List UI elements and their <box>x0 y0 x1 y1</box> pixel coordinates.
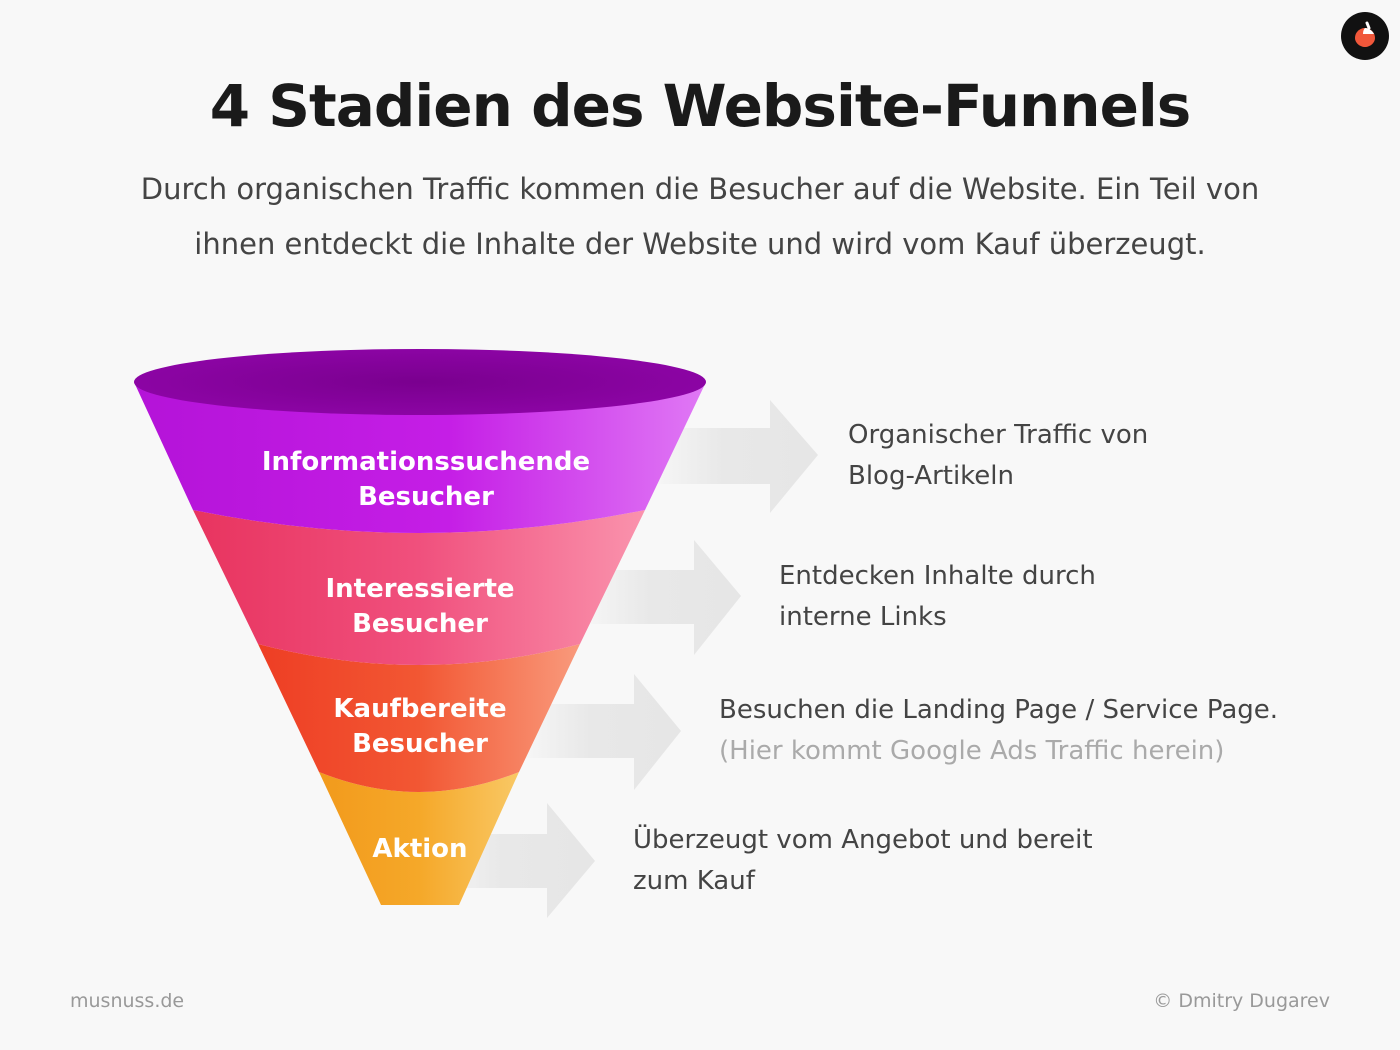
subtitle-line-1: Durch organischen Traffic kommen die Bes… <box>140 172 1260 206</box>
stage-description-3-note: (Hier kommt Google Ads Traffic herein) <box>719 736 1225 766</box>
acorn-logo-icon <box>1341 12 1389 60</box>
stage-label-2-line-1: Interessierte <box>325 574 514 604</box>
funnel-segment-interested <box>193 510 645 665</box>
stage-description-1-line-2: Blog-Artikeln <box>848 461 1015 491</box>
stage-description-4-line-2: zum Kauf <box>633 866 755 896</box>
stage-description-2-line-2: interne Links <box>779 602 947 632</box>
stage-description-2-line-1: Entdecken Inhalte durch <box>779 561 1096 591</box>
stage-description-4-line-1: Überzeugt vom Angebot und bereit <box>633 825 1093 855</box>
stage-description-2: Entdecken Inhalte durch interne Links <box>779 556 1096 638</box>
funnel-segment-action <box>319 772 519 905</box>
stage-label-1-line-2: Besucher <box>358 482 494 512</box>
footer-site-link[interactable]: musnuss.de <box>70 990 185 1012</box>
arrow-stage-3 <box>520 674 681 790</box>
stage-label-3-line-2: Besucher <box>352 729 488 759</box>
stage-label-1-line-1: Informationssuchende <box>262 447 590 477</box>
arrow-stage-4 <box>430 803 595 918</box>
arrow-stage-2 <box>580 540 741 655</box>
subtitle-line-2: ihnen entdeckt die Inhalte der Website u… <box>194 227 1206 261</box>
stage-label-3-line-1: Kaufbereite <box>333 694 506 724</box>
funnel-segment-ready <box>258 644 580 792</box>
stage-description-4: Überzeugt vom Angebot und bereit zum Kau… <box>633 820 1093 902</box>
footer-copyright: © Dmitry Dugarev <box>1153 990 1330 1012</box>
stage-description-1: Organischer Traffic von Blog-Artikeln <box>848 415 1148 497</box>
stage-description-3: Besuchen die Landing Page / Service Page… <box>719 690 1278 772</box>
stage-label-4: Aktion <box>372 834 467 864</box>
page-subtitle: Durch organischen Traffic kommen die Bes… <box>90 162 1310 272</box>
stage-description-1-line-1: Organischer Traffic von <box>848 420 1149 450</box>
page-title: 4 Stadien des Website-Funnels <box>209 72 1192 140</box>
stage-description-3-line-1: Besuchen die Landing Page / Service Page… <box>719 695 1279 725</box>
funnel-top-ellipse <box>134 349 706 415</box>
stage-label-2-line-2: Besucher <box>352 609 488 639</box>
arrow-stage-1 <box>650 400 818 513</box>
funnel-segment-info <box>134 382 706 533</box>
